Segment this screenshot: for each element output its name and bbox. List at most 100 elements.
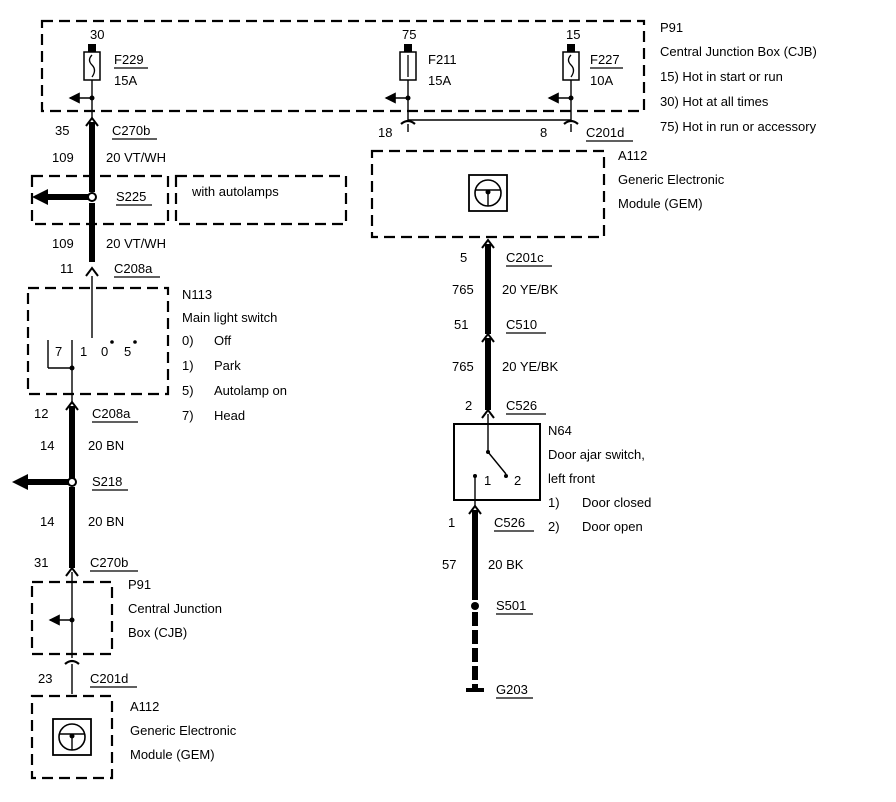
cjb-top-note-75: 75) Hot in run or accessory [660,119,817,134]
fuse-f229-name: F229 [114,52,144,67]
door-switch-pos-2: 2 [514,473,521,488]
cjb-top-labels: P91 Central Junction Box (CJB) 15) Hot i… [660,20,817,134]
fuse-f229: 30 F229 15A [68,27,148,118]
gem-bottom-title1: Generic Electronic [130,723,237,738]
switch-key-0: 0) [182,333,194,348]
wire1-circuit: 109 [52,150,74,165]
door-switch-box [453,423,541,501]
wire-57-spec: 20 BK [488,557,524,572]
gem-top-id: A112 [618,148,647,163]
c510-name: C510 [506,317,537,332]
gem-top-box [370,149,606,239]
gem-bottom-title2: Module (GEM) [130,747,215,762]
switch-key-1: 1) [182,358,194,373]
c201d-top-name: C201d [586,125,624,140]
gem-top-title2: Module (GEM) [618,196,703,211]
wire4-spec: 20 BN [88,514,124,529]
left-circuit: 35 C270b 109 20 VT/WH S225 with autolamp… [12,116,348,780]
fuse-f211-name: F211 [428,52,457,67]
cjb-top-note-15: 15) Hot in start or run [660,69,783,84]
wire-765-lower-circuit: 765 [452,359,474,374]
door-switch-pos-1: 1 [484,473,491,488]
wire-57-circuit: 57 [442,557,456,572]
gem-bottom-steering-icon [52,718,92,756]
switch-key-7: 7) [182,408,194,423]
fuse-f227-rating: 10A [590,73,613,88]
gem-top-title1: Generic Electronic [618,172,725,187]
switch-pos-7: 7 [55,344,62,359]
fuse-f211: 75 F211 15A [384,27,457,120]
cjb-bottom-title2: Box (CJB) [128,625,187,640]
fuse-f229-rating: 15A [114,73,137,88]
main-light-switch-box [26,286,170,396]
c201c-name: C201c [506,250,544,265]
fuse-f227: 15 F227 10A [547,27,623,120]
fuse-f211-pin: 75 [402,27,416,42]
gem-bottom-id: A112 [130,699,159,714]
door-switch-id: N64 [548,423,572,438]
wire1-spec: 20 VT/WH [106,150,166,165]
wire-765-lower-spec: 20 YE/BK [502,359,558,374]
switch-title: Main light switch [182,310,277,325]
wire-765-upper-spec: 20 YE/BK [502,282,558,297]
c270b-bottom-name: C270b [90,555,128,570]
c201d-top-pin-right: 8 [540,125,547,140]
door-switch-legend-closed: Door closed [582,495,651,510]
cjb-top-box [40,19,646,113]
switch-id: N113 [182,287,212,302]
c208a-bottom-pin: 12 [34,406,48,421]
c526-bottom-pin: 1 [448,515,455,530]
c201c-pin: 5 [460,250,467,265]
g203-name: G203 [496,682,528,697]
switch-pos-1: 1 [80,344,87,359]
s501-name: S501 [496,598,526,613]
wire4-circuit: 14 [40,514,54,529]
autolamps-note-box [174,174,348,226]
c208a-bottom-name: C208a [92,406,131,421]
switch-legend-head: Head [214,408,245,423]
switch-legend-park: Park [214,358,241,373]
wire2-circuit: 109 [52,236,74,251]
switch-key-5: 5) [182,383,194,398]
right-circuit: 18 8 C201d A112 Generic Electronic Modul… [370,119,725,699]
wire-765-upper-circuit: 765 [452,282,474,297]
c526-bottom-name: C526 [494,515,525,530]
cjb-bottom-id: P91 [128,577,151,592]
wire2-spec: 20 VT/WH [106,236,166,251]
gem-top-steering-icon [468,174,508,212]
c526-top-pin: 2 [465,398,472,413]
switch-pos-0: 0 [101,344,108,359]
c201d-bottom-pin: 23 [38,671,52,686]
door-switch-key-2: 2) [548,519,560,534]
autolamps-note: with autolamps [191,184,279,199]
s225-splice-box [30,174,170,226]
c270b-bottom-pin: 31 [34,555,48,570]
s225-name: S225 [116,189,146,204]
switch-legend-autolamp: Autolamp on [214,383,287,398]
c270b-top-pin: 35 [55,123,69,138]
wire3-spec: 20 BN [88,438,124,453]
door-switch-legend-open: Door open [582,519,643,534]
door-switch-title1: Door ajar switch, [548,447,645,462]
fuse-f211-rating: 15A [428,73,451,88]
c526-top-name: C526 [506,398,537,413]
wire3-circuit: 14 [40,438,54,453]
door-switch-key-1: 1) [548,495,560,510]
c270b-top-name: C270b [112,123,150,138]
switch-legend-off: Off [214,333,231,348]
fuse-f227-pin: 15 [566,27,580,42]
fuse-f229-pin: 30 [90,27,104,42]
cjb-bottom-title1: Central Junction [128,601,222,616]
c208a-top-name: C208a [114,261,153,276]
c201d-top-pin-left: 18 [378,125,392,140]
gem-bottom-box [30,694,114,780]
switch-pos-5: 5 [124,344,131,359]
c201d-bottom-name: C201d [90,671,128,686]
cjb-top-id: P91 [660,20,683,35]
fuse-f227-name: F227 [590,52,620,67]
s218-name: S218 [92,474,122,489]
cjb-top-note-30: 30) Hot at all times [660,94,769,109]
door-switch-title2: left front [548,471,595,486]
c510-pin: 51 [454,317,468,332]
